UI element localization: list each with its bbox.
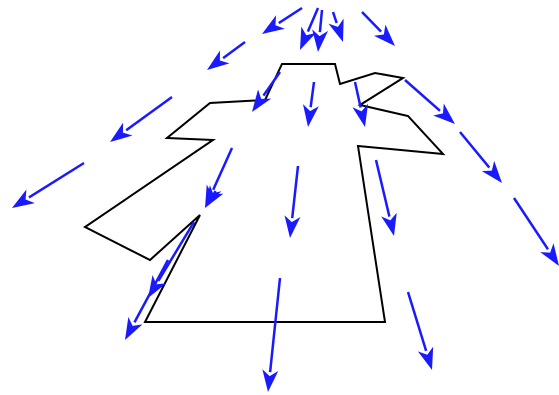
vector-field-diagram [0, 0, 559, 395]
diagram-background [0, 0, 559, 395]
